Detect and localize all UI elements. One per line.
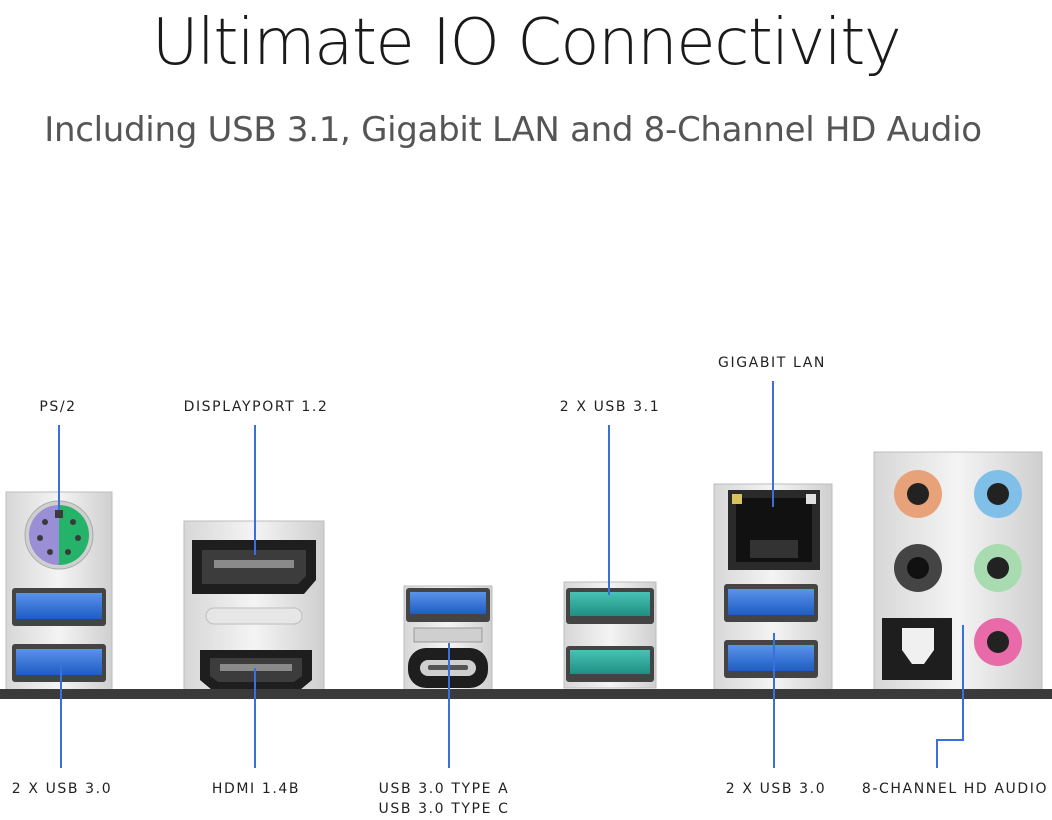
usb31-stack — [563, 581, 657, 689]
leader-usb31 — [608, 425, 610, 595]
label-usb31: 2 X USB 3.1 — [559, 399, 661, 415]
displayport-hdmi-stack — [183, 520, 325, 693]
label-usb-type-a-c: USB 3.0 TYPE A USB 3.0 TYPE C — [379, 781, 510, 817]
leader-usb30-right — [773, 633, 775, 768]
usb-port-icon — [12, 588, 106, 626]
label-usb-type-c: USB 3.0 TYPE C — [378, 801, 510, 817]
leader-hdmi — [254, 668, 256, 768]
displayport-icon — [192, 540, 316, 594]
leader-lan — [772, 381, 774, 507]
leader-audio-a — [962, 625, 964, 741]
audio-jack-icon — [894, 544, 942, 592]
leader-displayport — [254, 425, 256, 555]
label-gigabit-lan: GIGABIT LAN — [718, 355, 826, 371]
page-subtitle: Including USB 3.1, Gigabit LAN and 8-Cha… — [44, 110, 982, 150]
motherboard-edge — [0, 689, 1052, 699]
usb-port-icon — [406, 588, 490, 622]
label-audio: 8-CHANNEL HD AUDIO — [861, 781, 1049, 797]
audio-jack-icon — [974, 470, 1022, 518]
page-title: Ultimate IO Connectivity — [151, 6, 902, 80]
usb-port-icon — [724, 584, 818, 622]
audio-stack — [873, 451, 1043, 691]
leader-audio-c — [936, 739, 938, 768]
label-hdmi: HDMI 1.4B — [211, 781, 301, 797]
ps2-usb-stack — [5, 491, 113, 693]
ps2-port-icon — [24, 500, 94, 570]
usb-port-icon — [724, 640, 818, 678]
leader-usb-a-c — [448, 643, 450, 768]
label-usb30-left: 2 X USB 3.0 — [11, 781, 113, 797]
leader-ps2 — [58, 425, 60, 510]
rj45-lan-icon — [728, 490, 820, 570]
usb-port-icon — [566, 646, 654, 682]
label-usb30-right: 2 X USB 3.0 — [725, 781, 827, 797]
usb-port-icon — [12, 644, 106, 682]
label-ps2: PS/2 — [39, 399, 77, 415]
usb-port-icon — [566, 588, 654, 624]
hdmi-port-icon — [200, 650, 312, 690]
optical-spdif-icon — [882, 618, 952, 680]
audio-jack-icon — [974, 618, 1022, 666]
audio-jack-icon — [894, 470, 942, 518]
label-displayport: DISPLAYPORT 1.2 — [183, 399, 329, 415]
io-panel-illustration — [5, 451, 1043, 693]
leader-audio-b — [936, 739, 964, 741]
audio-jack-icon — [974, 544, 1022, 592]
label-usb-type-a: USB 3.0 TYPE A — [378, 781, 510, 797]
leader-usb30-left — [60, 664, 62, 768]
